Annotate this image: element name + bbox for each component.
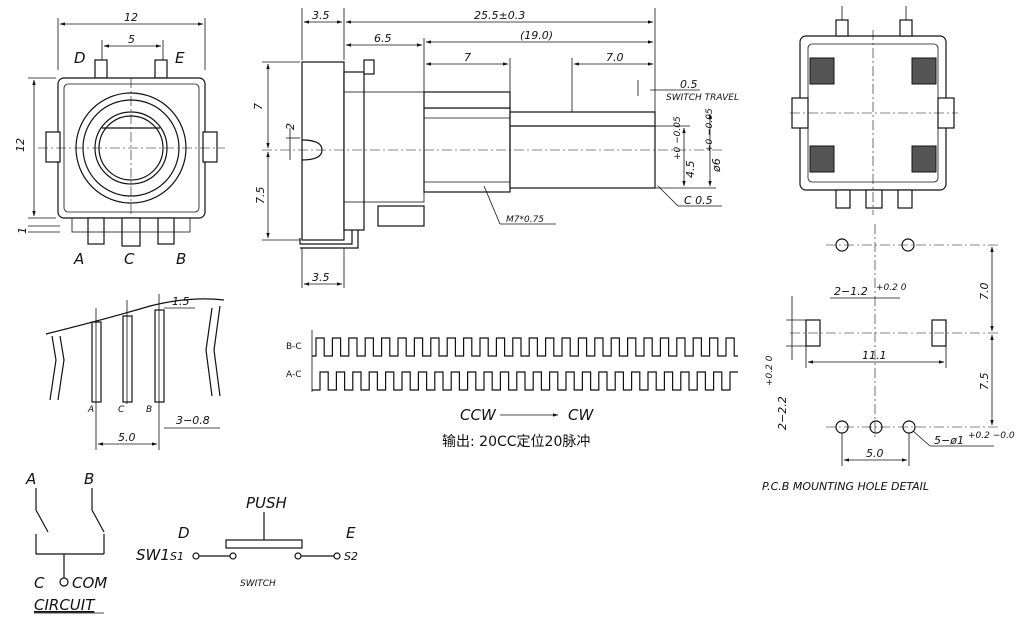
front-dim-height: 12	[14, 138, 27, 152]
cw-label: CW	[568, 406, 594, 424]
pcb-dim-lower: 7.5	[978, 373, 991, 391]
side-dim-thread-len: 7	[464, 51, 471, 64]
switch-travel-label: SWITCH TRAVEL	[666, 93, 739, 103]
pcb-dim-upper: 7.0	[978, 283, 991, 301]
pin-dim-thick: 3−0.8	[176, 414, 210, 427]
pcb-dim-slot-tol: +0.2 0	[765, 355, 775, 386]
pcb-dim-mount-hole: 2−1.2	[834, 285, 868, 298]
pcb-dim-pitch: 5.0	[866, 447, 884, 460]
pin-label-c: C	[118, 405, 125, 415]
pin-dim-width: 1.5	[172, 295, 190, 308]
switch-caption: SWITCH	[240, 579, 276, 589]
output-note: 输出: 20CC定位20脉冲	[442, 434, 590, 450]
pin-label-a: A	[87, 405, 94, 415]
side-dim-total: 25.5±0.3	[474, 9, 525, 22]
pcb-dim-slot: 2−2.2	[776, 396, 789, 430]
circuit-label-b: B	[84, 470, 94, 488]
wave-bc-trace	[312, 337, 738, 357]
waveform: B-C A-C CCW CW 输出: 20CC定位20脉冲	[286, 330, 738, 450]
pcb-hole-detail: 2−1.2 +0.2 0 2−2.2 +0.2 0 11.1 7.0 7.5 5…	[762, 224, 1015, 493]
wave-ac-trace	[312, 371, 738, 391]
pcb-dim-mount-hole-tol: +0.2 0	[876, 283, 907, 293]
switch-sw-label: SW1	[136, 546, 170, 564]
pin-detail: 1.5 3−0.8 5.0 A C B	[45, 294, 225, 450]
switch-diagram: PUSH D E SW1 S1 S2 SWITCH	[136, 494, 358, 589]
front-view: 12 5 D E 12 1	[14, 11, 225, 268]
pin-dim-pitch: 5.0	[118, 431, 136, 444]
side-dim-center: 2	[284, 123, 297, 130]
side-dim-bushing: 6.5	[374, 32, 392, 45]
side-dim-flange: 3.5	[312, 9, 330, 22]
front-dim-pitch: 5	[128, 33, 135, 46]
ccw-label: CCW	[460, 406, 497, 424]
pcb-dim-holes: 5−ø1	[934, 434, 964, 447]
pcb-dim-span: 11.1	[862, 349, 887, 362]
switch-push-label: PUSH	[246, 494, 287, 512]
front-dim-offset: 1	[16, 227, 29, 234]
wave-label-bc: B-C	[286, 342, 302, 352]
side-chamfer: C 0.5	[684, 194, 713, 207]
side-dim-lower: 7.5	[254, 187, 267, 205]
switch-label-e: E	[346, 524, 356, 542]
front-label-a: A	[73, 250, 84, 268]
circuit-label-c: C	[34, 574, 45, 592]
side-dim-dia: ø6	[710, 158, 723, 173]
side-dim-flat-len: 7.0	[606, 51, 624, 64]
front-label-c: C	[124, 250, 135, 268]
switch-label-d: D	[178, 524, 190, 542]
circuit-diagram: A B C COM CIRCUIT	[25, 470, 107, 614]
front-dim-width: 12	[124, 11, 138, 24]
front-label-d: D	[74, 49, 86, 67]
side-dim-upper: 7	[252, 103, 265, 110]
circuit-label-a: A	[25, 470, 36, 488]
side-dim-flat: 4.5	[684, 161, 697, 179]
circuit-label-com: COM	[72, 574, 107, 592]
side-dim-shaft-total: (19.0)	[520, 29, 553, 42]
side-dim-flat-tol: +0 −0.05	[673, 116, 683, 160]
switch-s2-label: S2	[344, 550, 358, 563]
side-view: 3.5 25.5±0.3 (19.0) 6.5 7 7.0 0.5 SWITCH…	[252, 8, 739, 288]
pcb-caption: P.C.B MOUNTING HOLE DETAIL	[762, 480, 929, 493]
front-label-b: B	[176, 250, 186, 268]
pin-label-b: B	[146, 405, 152, 415]
circuit-caption: CIRCUIT	[34, 596, 96, 614]
pcb-dim-holes-tol: +0.2 −0.0	[968, 431, 1015, 441]
side-dim-bottom: 3.5	[312, 271, 330, 284]
side-dim-switch-travel: 0.5	[680, 78, 698, 91]
front-label-e: E	[175, 49, 185, 67]
side-thread: M7*0.75	[506, 215, 544, 225]
switch-s1-label: S1	[170, 550, 184, 563]
side-dim-dia-tol: +0 −0.05	[705, 108, 715, 152]
pcb-top-view	[790, 6, 958, 215]
wave-label-ac: A-C	[286, 370, 302, 380]
